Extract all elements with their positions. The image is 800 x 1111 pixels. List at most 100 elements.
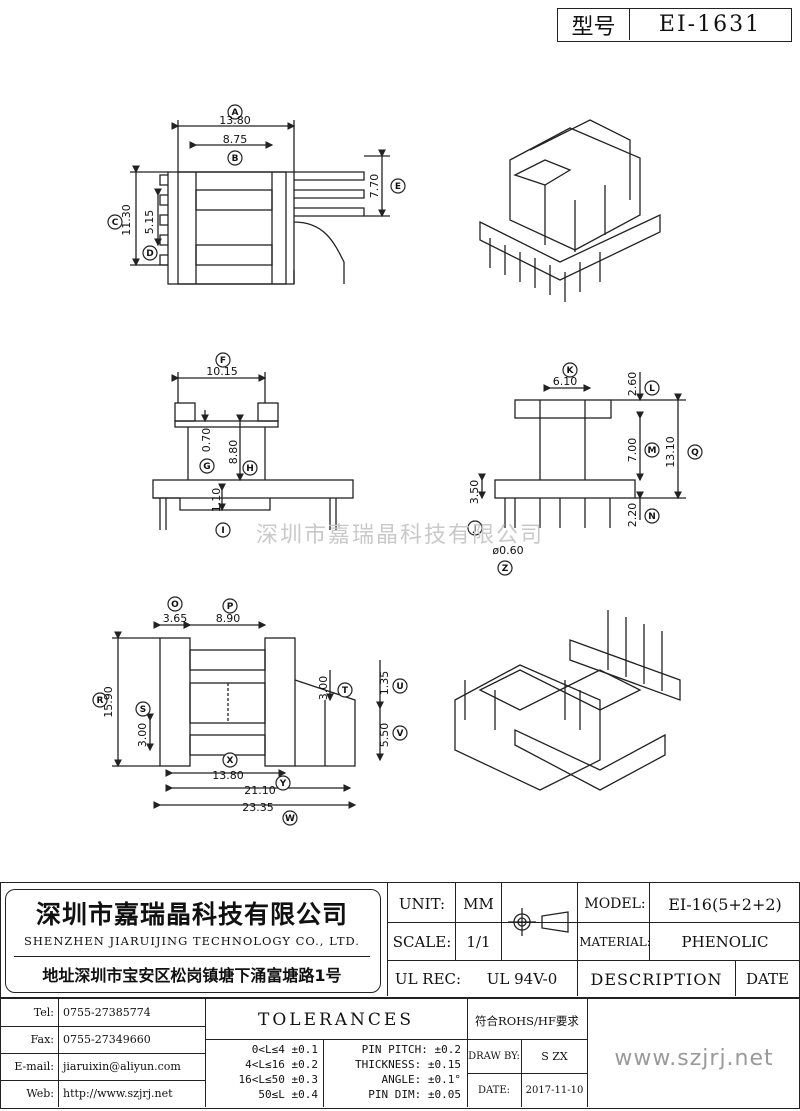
tolerance-pin: THICKNESS: ±0.15 [355,1058,461,1071]
dim-i: 1.10 [210,488,223,513]
balloon-l: L [649,384,655,394]
model-box: 型号 EI-1631 [557,8,792,42]
date-label: DATE [746,970,789,988]
balloon-y: Y [279,779,287,789]
balloon-b: B [232,154,239,164]
bottom-view-drawing [112,621,384,809]
dim-t: 3.00 [317,676,330,701]
balloon-c: C [112,218,119,228]
front-view-drawing [152,372,354,530]
balloon-a: A [232,108,239,118]
material-value: PHENOLIC [681,933,769,951]
balloon-j: J [472,524,476,534]
balloon-z: Z [502,564,509,574]
dim-k: 6.10 [553,375,578,388]
technical-drawing: A B C D E F G H I K L M N Q J Z O P R S … [92,104,703,826]
side-view-drawing [478,372,686,528]
company-address: 地址深圳市宝安区松岗镇塘下涌富塘路1号 [42,966,342,985]
tolerance-range: 16<L≤50 ±0.3 [238,1073,318,1086]
date-label-2: DATE: [477,1084,511,1096]
draw-by-value: S ZX [541,1049,568,1063]
top-view-drawing [130,120,390,285]
balloon-u: U [396,682,403,692]
balloon-w: W [285,814,295,824]
draw-by-label: DRAW BY: [468,1050,520,1062]
balloon-t: T [342,686,349,696]
fax-value: 0755-27349660 [63,1033,151,1046]
company-box: 深圳市嘉瑞晶科技有限公司 SHENZHEN JIARUIJING TECHNOL… [5,889,381,993]
tolerance-ranges: 0<L≤4 ±0.1 4<L≤16 ±0.2 16<L≤50 ±0.3 50≤L… [206,1043,322,1103]
isometric-view-top [479,119,661,302]
balloon-x: X [227,756,234,766]
dim-m: 7.00 [626,438,639,463]
dim-y: 21.10 [244,784,276,797]
tolerance-pin: PIN PITCH: ±0.2 [361,1043,461,1056]
description-label: DESCRIPTION [590,969,723,989]
balloon-q: Q [691,448,699,458]
website-text[interactable]: www.szjrj.net [614,1045,774,1071]
dim-w: 23.35 [242,801,274,814]
dim-g: 0.70 [200,428,213,453]
dim-q: 13.10 [664,436,677,468]
compliance-note: 符合ROHS/HF要求 [475,1014,579,1028]
dim-v: 5.50 [378,723,391,748]
dim-j: 3.50 [468,480,481,505]
dim-x: 13.80 [212,769,244,782]
title-block: 深圳市嘉瑞晶科技有限公司 SHENZHEN JIARUIJING TECHNOL… [0,882,800,998]
watermark-text: 深圳市嘉瑞晶科技有限公司 [256,523,544,548]
tolerance-pins: PIN PITCH: ±0.2 THICKNESS: ±0.15 ANGLE: … [325,1043,465,1103]
grid-lines [387,883,799,996]
dim-n: 2.20 [626,503,639,528]
company-name-cn: 深圳市嘉瑞晶科技有限公司 [35,900,348,929]
email-label: E-mail: [14,1060,54,1073]
unit-label: UNIT: [398,895,446,913]
balloon-h: H [246,464,254,474]
dim-b: 8.75 [223,133,248,146]
balloon-k: K [567,366,575,376]
balloon-s: S [140,705,146,715]
model-value: EI-16(5+2+2) [668,894,782,914]
balloon-r: R [97,696,104,706]
fax-label: Fax: [30,1033,54,1046]
tolerance-range: 0<L≤4 ±0.1 [251,1043,318,1056]
balloon-n: N [648,512,656,522]
dim-e: 7.70 [368,174,381,199]
dim-h: 8.80 [227,440,240,465]
dim-c: 11.30 [120,204,133,236]
balloon-e: E [395,182,401,192]
dim-p: 8.90 [216,612,241,625]
web-value: http://www.szjrj.net [63,1087,173,1100]
dim-r: 15.90 [102,686,115,718]
dim-l: 2.60 [626,372,639,397]
balloon-p: P [227,602,234,612]
unit-value: MM [463,895,494,913]
balloon-o: O [171,600,179,610]
balloon-i: I [221,526,224,536]
dim-z: ø0.60 [492,544,523,557]
balloon-v: V [397,729,404,739]
dim-o: 3.65 [163,612,188,625]
ulrec-label: UL REC: [394,970,462,988]
tolerance-pin: PIN DIM: ±0.05 [368,1088,461,1101]
model-box-label: 型号 [558,9,630,40]
model-box-value: EI-1631 [658,12,762,37]
projection-symbol-icon [504,901,576,943]
date-value: 2017-11-10 [525,1084,584,1096]
ulrec-value: UL 94V-0 [486,970,558,988]
email-value: jiaruixin@aliyun.com [63,1060,181,1073]
isometric-view-bottom [454,610,681,791]
material-label: MATERIAL: [579,935,651,949]
company-divider [14,956,370,957]
balloon-f: F [220,356,226,366]
tel-value: 0755-27385774 [63,1006,151,1019]
tolerances-title: TOLERANCES [258,1010,414,1030]
scale-label: SCALE: [392,933,452,951]
tel-label: Tel: [33,1006,54,1019]
dim-s: 3.00 [136,723,149,748]
balloon-m: M [648,446,657,456]
dim-u: 1.35 [378,671,391,696]
dim-a: 13.80 [219,114,251,127]
model-label: MODEL: [584,896,646,912]
dim-d: 5.15 [143,210,156,235]
info-block: Tel: 0755-27385774 Fax: 0755-27349660 E-… [0,998,800,1109]
